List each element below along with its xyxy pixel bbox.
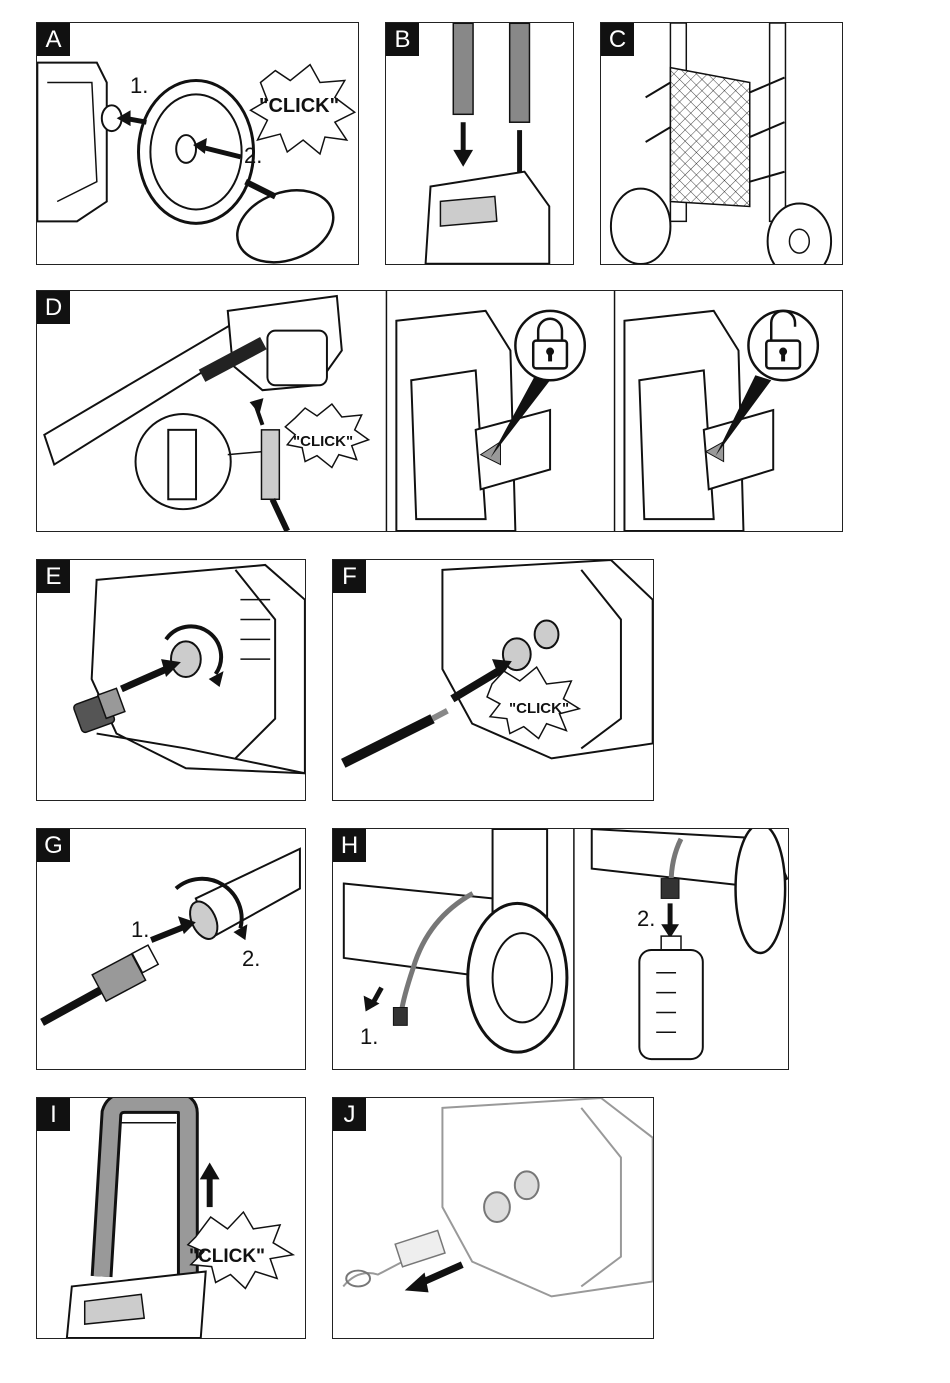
step-1-label: 1. [360,1024,378,1050]
click-label: "CLICK" [293,433,353,450]
panel-b: B [385,22,574,265]
handle-extend-illustration [37,1098,305,1338]
panel-i: I "CLICK" [36,1097,306,1339]
wheel-mounting-illustration [37,23,358,264]
panel-tag: A [37,23,70,56]
panel-c: C [600,22,843,265]
high-pressure-hose-connection-illustration [333,560,653,800]
panel-e: E [36,559,306,801]
step-2-label: 2. [637,906,655,932]
panel-j: J [332,1097,654,1339]
panel-tag: E [37,560,70,593]
panel-tag: G [37,829,70,862]
panel-tag: B [386,23,419,56]
step-1-label: 1. [130,73,148,99]
net-bag-illustration [601,23,842,264]
panel-h: H 1. 2. [332,828,789,1070]
panel-tag: C [601,23,634,56]
step-2-label: 2. [244,143,262,169]
click-label: "CLICK" [259,95,339,118]
step-1-label: 1. [131,917,149,943]
water-inlet-adapter-illustration [37,560,305,800]
panel-d: D [36,290,843,532]
panel-tag: F [333,560,366,593]
spray-gun-connection-illustration [37,291,842,531]
handle-insert-illustration [386,23,573,264]
detergent-tank-illustration [333,829,788,1069]
panel-f: F "CLICK" [332,559,654,801]
panel-tag: D [37,291,70,324]
panel-tag: J [333,1098,366,1131]
step-2-label: 2. [242,946,260,972]
nozzle-attach-illustration [37,829,305,1069]
panel-tag: I [37,1098,70,1131]
panel-g: G 1. 2. [36,828,306,1070]
panel-tag: H [333,829,366,862]
click-label: "CLICK" [189,1246,265,1268]
filter-remove-illustration [333,1098,653,1338]
click-label: "CLICK" [509,700,569,717]
panel-a: A 1. 2. "CLICK" [36,22,359,265]
